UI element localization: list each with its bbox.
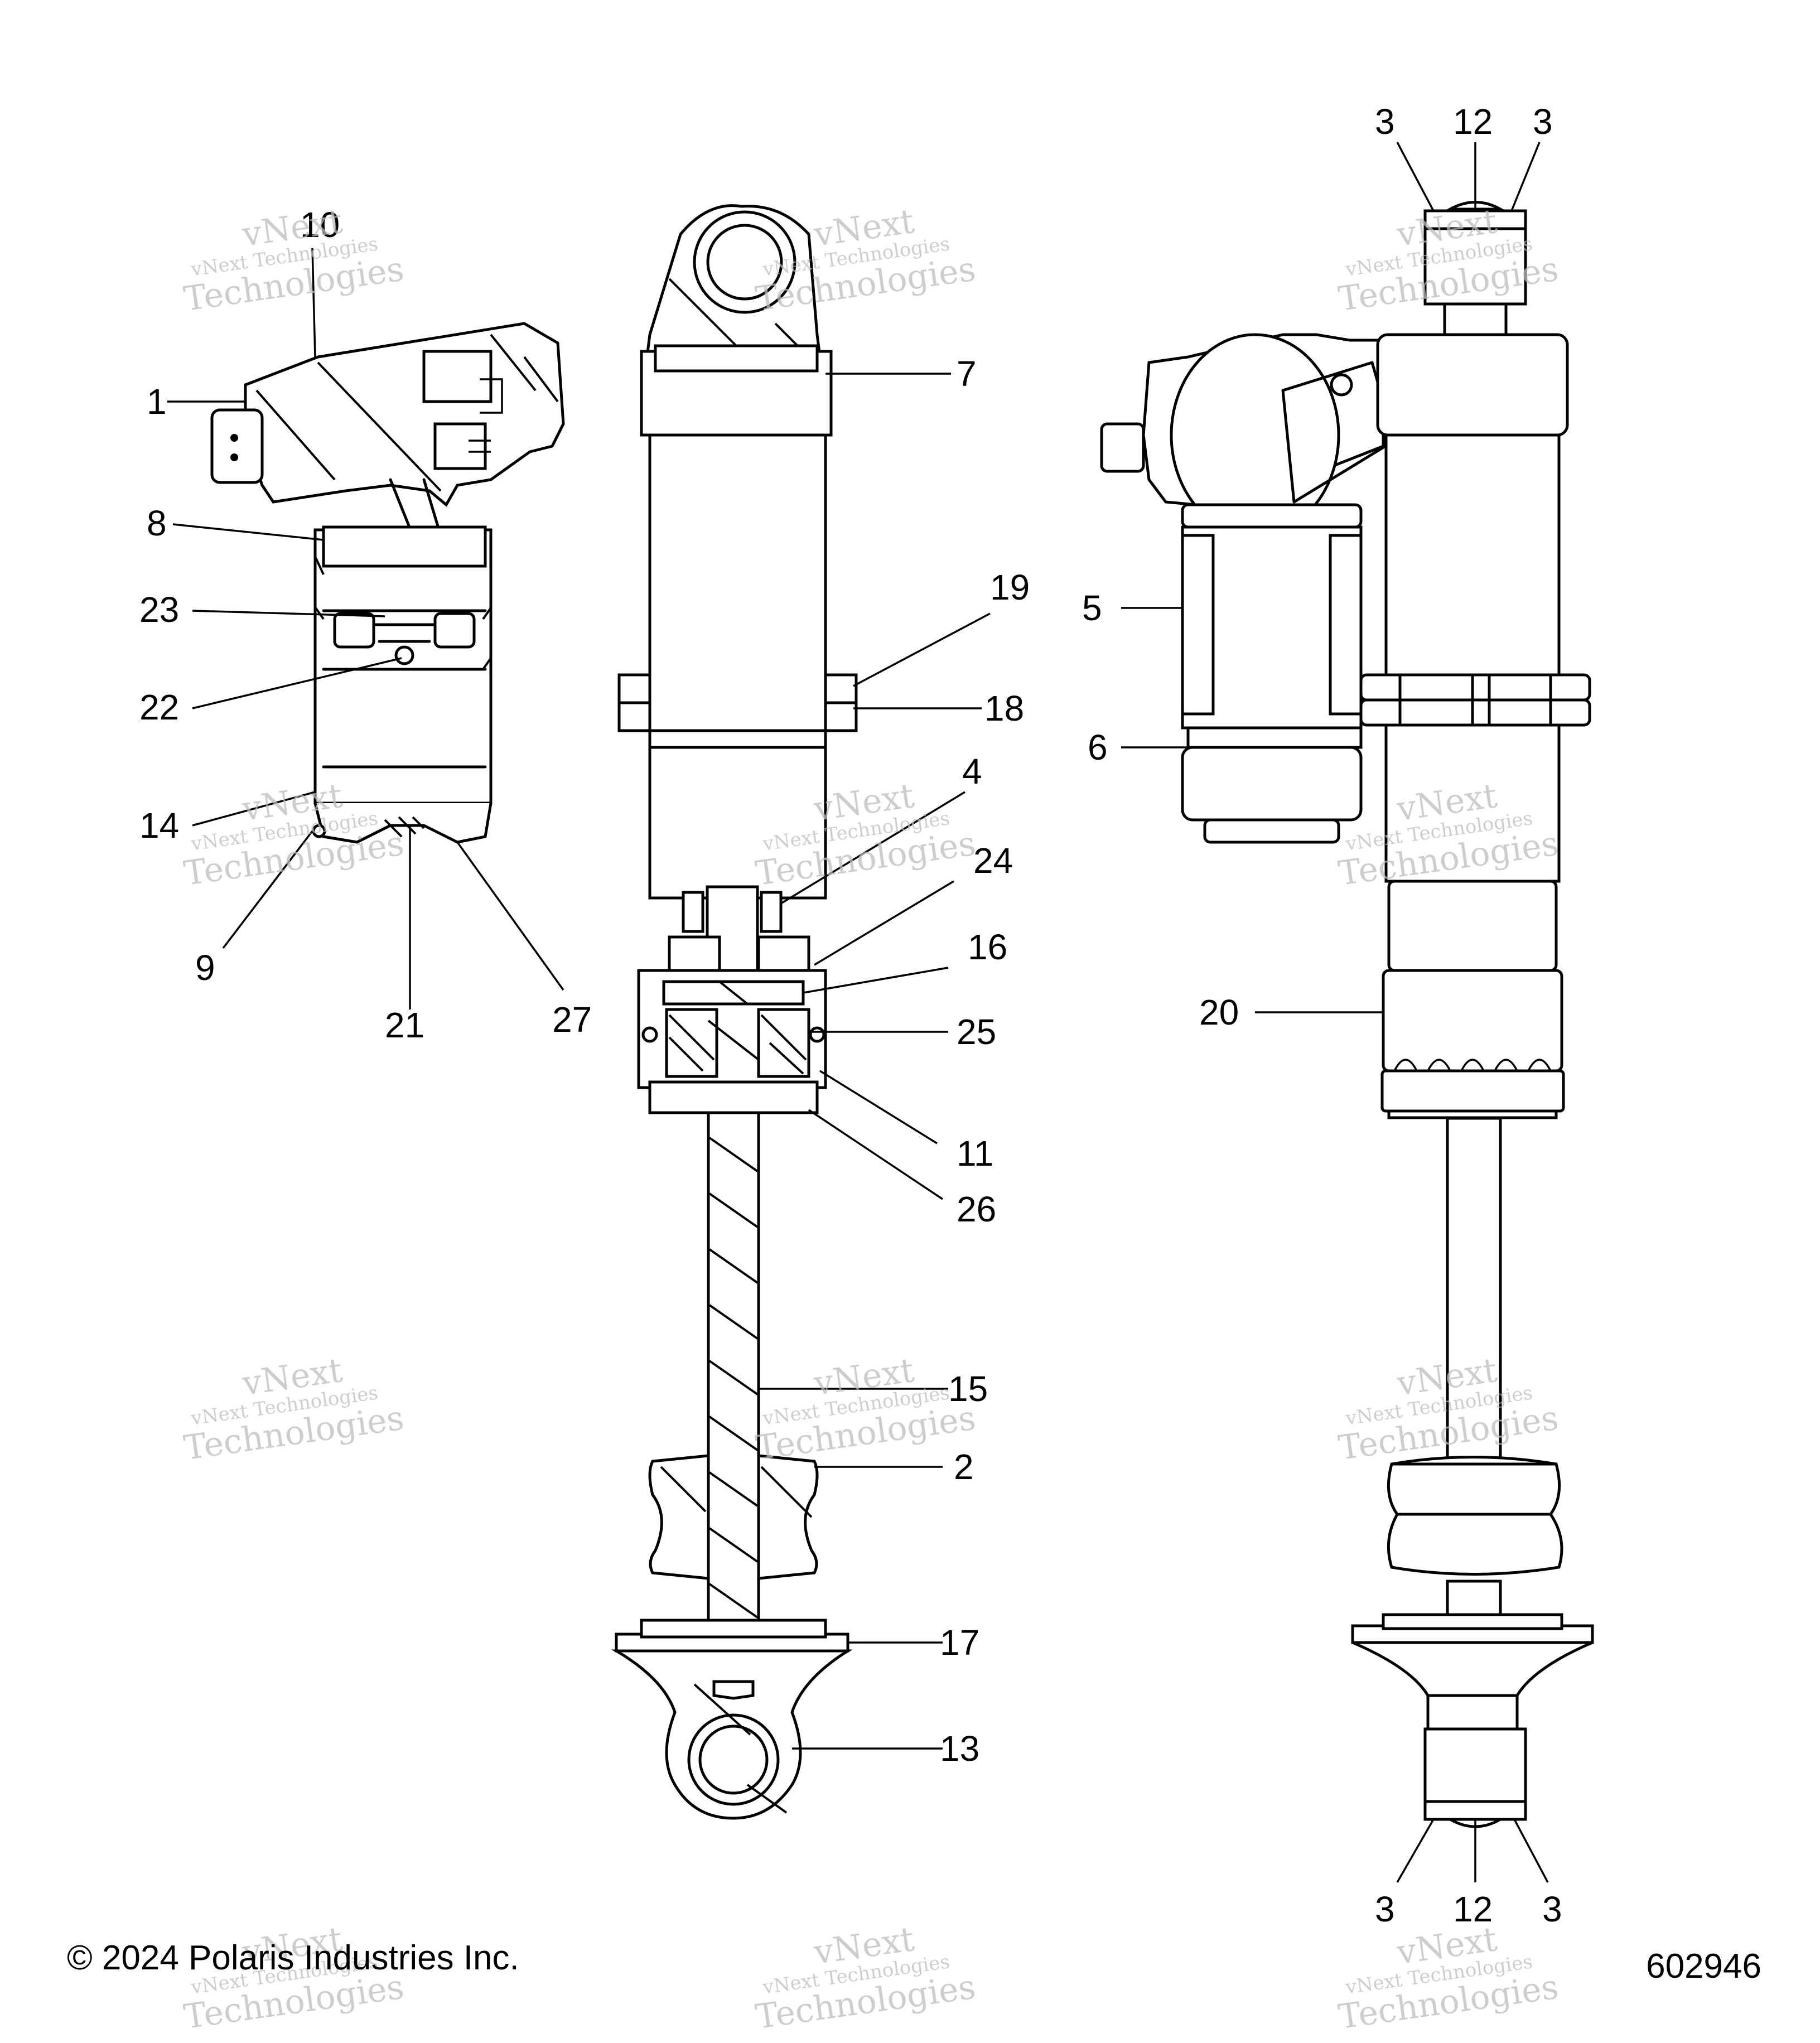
callout-14: 14	[139, 805, 179, 846]
shock-body-cross-section	[611, 204, 858, 1820]
reservoir-valve-assembly	[210, 322, 565, 844]
callout-15: 15	[948, 1369, 988, 1409]
drawing-number: 602946	[1646, 1947, 1761, 1986]
callout-20: 20	[1199, 992, 1239, 1032]
callout-10: 10	[300, 205, 340, 245]
callout-24: 24	[973, 841, 1013, 881]
callout-labels: 1 10 8 23 22 14 9 21 27 7 19 18 4 24 16 …	[139, 102, 1562, 1929]
callout-1: 1	[147, 381, 167, 422]
leader-lines	[167, 142, 1549, 1883]
callout-12-top: 12	[1453, 102, 1493, 142]
callout-4: 4	[962, 751, 982, 791]
callout-2: 2	[954, 1447, 974, 1487]
watermark: vNext vNext Technologies Technologies	[181, 1351, 406, 1468]
callout-5: 5	[1082, 588, 1102, 628]
callout-9: 9	[195, 948, 215, 988]
callout-17: 17	[940, 1622, 979, 1663]
callout-26: 26	[957, 1189, 996, 1229]
callout-13: 13	[940, 1728, 979, 1769]
callout-18: 18	[984, 688, 1024, 728]
watermark: vNext vNext Technologies Technologies	[181, 202, 406, 319]
callout-22: 22	[139, 687, 179, 727]
callout-3-bottom-right: 3	[1542, 1889, 1562, 1929]
callout-25: 25	[957, 1012, 996, 1052]
callout-11: 11	[957, 1133, 993, 1173]
callout-21: 21	[385, 1005, 424, 1045]
callout-12-bottom: 12	[1453, 1889, 1493, 1929]
callout-27: 27	[552, 999, 592, 1040]
watermark: vNext vNext Technologies Technologies	[1336, 1920, 1561, 2037]
shock-assembled-exterior	[1100, 201, 1594, 1828]
callout-19: 19	[990, 567, 1030, 607]
callout-7: 7	[957, 354, 977, 394]
watermark: vNext vNext Technologies Technologies	[753, 1920, 978, 2037]
callout-23: 23	[139, 590, 179, 630]
watermark: vNext vNext Technologies Technologies	[753, 1351, 978, 1468]
callout-3-top-left: 3	[1375, 102, 1395, 142]
callout-8: 8	[147, 503, 167, 543]
watermark: vNext vNext Technologies Technologies	[1336, 1351, 1561, 1468]
callout-6: 6	[1088, 727, 1108, 767]
copyright-text: © 2024 Polaris Industries Inc.	[67, 1939, 519, 1977]
callout-3-bottom-left: 3	[1375, 1889, 1395, 1929]
callout-3-top-right: 3	[1533, 102, 1553, 142]
watermark: vNext vNext Technologies Technologies	[181, 1920, 406, 2037]
callout-16: 16	[968, 927, 1007, 967]
